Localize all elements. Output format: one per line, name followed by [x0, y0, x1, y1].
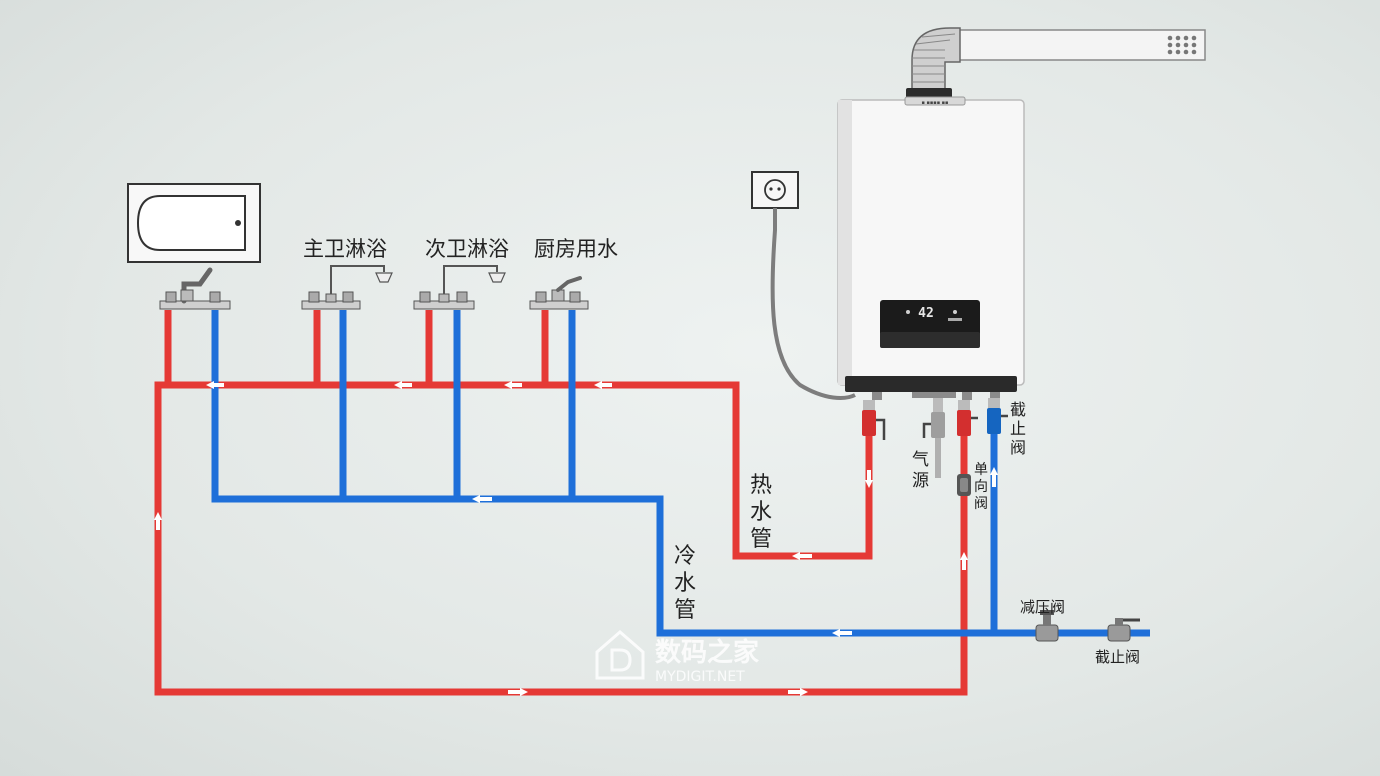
- gas-valve: [922, 398, 945, 478]
- main-shower-fixture: [301, 265, 393, 310]
- watermark-text-en: MYDIGIT.NET: [655, 669, 745, 685]
- cold-pipe-main: [211, 310, 1150, 637]
- svg-text:水: 水: [750, 500, 772, 525]
- svg-text:阀: 阀: [974, 496, 988, 512]
- check-valve-body: [957, 474, 971, 496]
- svg-text:单: 单: [974, 462, 988, 478]
- power-outlet: [751, 171, 799, 209]
- svg-text:水: 水: [674, 571, 696, 596]
- second-shower-fixture: [413, 265, 506, 310]
- label-gas-source: 气 源: [912, 450, 929, 491]
- pressure-reducing-valve: [1035, 610, 1059, 642]
- label-cold-pipe: 冷 水 管: [674, 544, 696, 623]
- svg-text:▪ ▪▪▪▪ ▪▪: ▪ ▪▪▪▪ ▪▪: [922, 100, 949, 106]
- label-second-shower: 次卫淋浴: [425, 237, 509, 261]
- svg-text:向: 向: [974, 479, 988, 495]
- label-main-shower: 主卫淋浴: [303, 237, 387, 261]
- label-check-valve: 单 向 阀: [974, 462, 988, 512]
- kitchen-faucet: [529, 276, 589, 310]
- label-kitchen: 厨房用水: [534, 237, 618, 261]
- temperature-readout: 42: [918, 306, 934, 321]
- heater-outlet-valve: [862, 400, 886, 440]
- cold-water-pipes: [211, 310, 1150, 637]
- bathtub: [127, 183, 261, 263]
- label-main-stop-valve: 截止阀: [1095, 648, 1140, 666]
- water-heater: ▪ ▪▪▪▪ ▪▪ 42: [837, 96, 1025, 400]
- power-cable: [770, 208, 856, 400]
- svg-text:止: 止: [1010, 419, 1026, 438]
- svg-text:管: 管: [674, 598, 696, 623]
- flue-vent-grille: [1167, 35, 1197, 55]
- svg-text:热: 热: [750, 473, 772, 498]
- return-stop-valve: [957, 400, 978, 436]
- hot-water-pipes: [154, 310, 968, 696]
- bathtub-faucet: [159, 267, 231, 310]
- hot-pipe-return-loop: [154, 310, 968, 696]
- svg-text:管: 管: [750, 527, 772, 552]
- watermark: 数码之家 MYDIGIT.NET: [595, 630, 759, 685]
- exhaust-flue: [906, 27, 1206, 102]
- cold-inlet-stop-valve: [987, 398, 1008, 434]
- label-hot-pipe: 热 水 管: [750, 473, 772, 552]
- main-stop-valve: [1107, 618, 1140, 642]
- svg-text:源: 源: [912, 471, 929, 491]
- flow-arrows: [154, 381, 998, 696]
- heater-display-panel: 42: [880, 300, 980, 348]
- watermark-text-cn: 数码之家: [655, 637, 759, 668]
- label-stop-valve-heater: 截 止 阀: [1010, 400, 1026, 457]
- watermark-logo: [595, 630, 645, 680]
- svg-text:阀: 阀: [1010, 438, 1026, 457]
- svg-text:气: 气: [912, 450, 929, 470]
- label-pressure-reducing-valve: 减压阀: [1020, 598, 1065, 616]
- svg-text:冷: 冷: [674, 544, 696, 569]
- svg-text:截: 截: [1010, 400, 1026, 419]
